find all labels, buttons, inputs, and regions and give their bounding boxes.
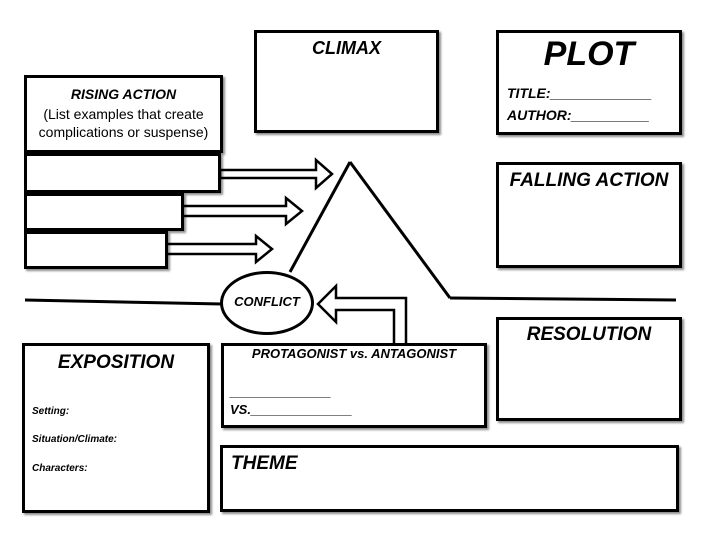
conflict-oval: CONFLICT bbox=[220, 271, 314, 335]
falling-slope-line bbox=[348, 161, 452, 299]
rising-action-label: RISING ACTION bbox=[70, 86, 177, 102]
rising-slope-line bbox=[288, 161, 352, 273]
rising-action-instructions-1: (List examples that create bbox=[43, 106, 204, 122]
protagonist-antagonist-box: PROTAGONIST vs. ANTAGONIST _____________… bbox=[221, 343, 487, 428]
protagonist-conflict-arrow bbox=[316, 282, 408, 352]
conflict-label: CONFLICT bbox=[234, 294, 300, 309]
antagonist-line: VS.______________ bbox=[230, 402, 353, 417]
resolution-box: RESOLUTION bbox=[496, 317, 682, 421]
theme-box: THEME bbox=[220, 445, 679, 512]
resolution-line-right bbox=[449, 296, 677, 302]
plot-heading: PLOT bbox=[543, 35, 635, 73]
rising-event-box-2 bbox=[24, 193, 184, 231]
resolution-label: RESOLUTION bbox=[526, 324, 652, 345]
rising-action-box: RISING ACTION (List examples that create… bbox=[24, 75, 223, 153]
exposition-line-left bbox=[24, 298, 223, 306]
rising-event-box-3 bbox=[24, 231, 168, 269]
theme-label: THEME bbox=[231, 453, 298, 474]
setting-field: Setting: bbox=[32, 406, 70, 417]
exposition-box: EXPOSITION Setting: Situation/Climate: C… bbox=[22, 343, 210, 513]
rising-arrow-1 bbox=[218, 157, 334, 191]
climax-label: CLIMAX bbox=[312, 38, 381, 58]
title-field: TITLE:_____________ bbox=[507, 85, 652, 101]
rising-arrow-3 bbox=[164, 233, 274, 265]
plot-title-box: PLOT TITLE:_____________ AUTHOR:________… bbox=[496, 30, 682, 135]
falling-action-box: FALLING ACTION bbox=[496, 162, 682, 268]
rising-event-box-1 bbox=[24, 153, 221, 193]
protagonist-line: ______________ bbox=[230, 384, 332, 399]
rising-action-instructions-2: complications or suspense) bbox=[38, 124, 209, 140]
falling-action-label: FALLING ACTION bbox=[509, 170, 669, 191]
protagonist-antagonist-header: PROTAGONIST vs. ANTAGONIST bbox=[251, 346, 457, 361]
exposition-label: EXPOSITION bbox=[57, 352, 175, 373]
rising-arrow-2 bbox=[180, 195, 304, 227]
situation-climate-field: Situation/Climate: bbox=[32, 434, 118, 445]
author-field: AUTHOR:__________ bbox=[507, 107, 650, 123]
climax-box: CLIMAX bbox=[254, 30, 439, 133]
characters-field: Characters: bbox=[32, 463, 88, 474]
